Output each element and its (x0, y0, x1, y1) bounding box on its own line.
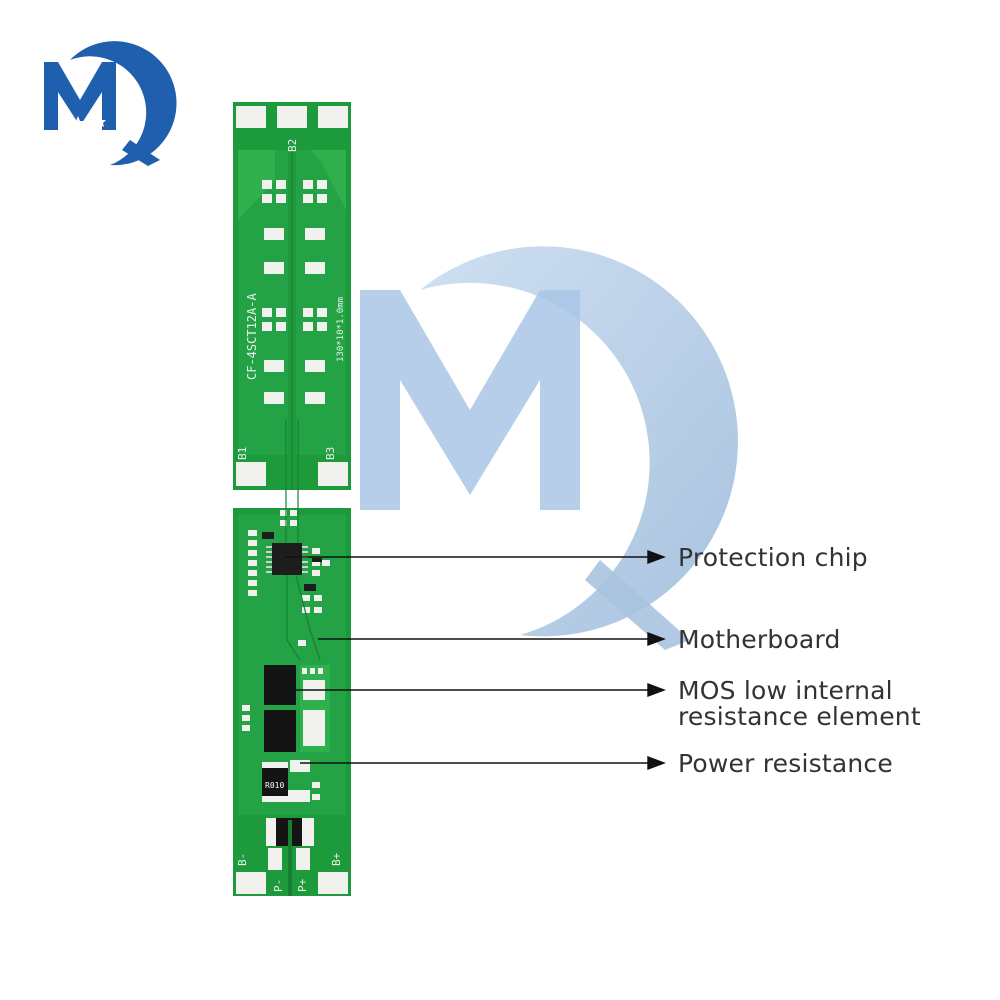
silk-b1: B1 (236, 447, 249, 460)
silk-size: 130*10*1.0mm (336, 297, 346, 362)
silk-b2: B2 (286, 139, 299, 152)
pcb-upper-section: CF-4SCT12A-A 130*10*1.0mm B2 B1 B3 (233, 102, 351, 490)
callout-label-power-resistance: Power resistance (678, 749, 893, 778)
resistor-code: R010 (265, 781, 284, 790)
arrow-right-icon (647, 549, 666, 565)
callout-label-mos: MOS low internal resistance element (678, 676, 921, 731)
pcb-lower-section: R010 B- B+ P- P+ (233, 490, 351, 896)
pad-top-mid (277, 106, 307, 128)
pad-b-minus (236, 872, 266, 894)
pad-b-plus (318, 872, 348, 894)
pad-b3 (318, 462, 348, 486)
protection-chip (272, 543, 302, 575)
pad-p-minus (268, 848, 282, 870)
mos-element (264, 665, 330, 752)
callout-label-protection-chip: Protection chip (678, 543, 868, 572)
callout-label-motherboard: Motherboard (678, 625, 841, 654)
power-resistor: R010 (262, 760, 310, 802)
silk-p-minus: P- (272, 879, 285, 892)
arrow-right-icon (647, 631, 666, 647)
arrow-right-icon (647, 755, 666, 771)
pad-b1 (236, 462, 266, 486)
pad-top-left (236, 106, 266, 128)
pad-p-plus (296, 848, 310, 870)
silk-model: CF-4SCT12A-A (245, 293, 259, 380)
pad-top-right (318, 106, 348, 128)
silk-b3: B3 (324, 447, 337, 460)
silk-b-plus: B+ (330, 852, 343, 866)
arrow-right-icon (647, 682, 666, 698)
silk-p-plus: P+ (296, 878, 309, 892)
silk-b-minus: B- (236, 853, 249, 866)
